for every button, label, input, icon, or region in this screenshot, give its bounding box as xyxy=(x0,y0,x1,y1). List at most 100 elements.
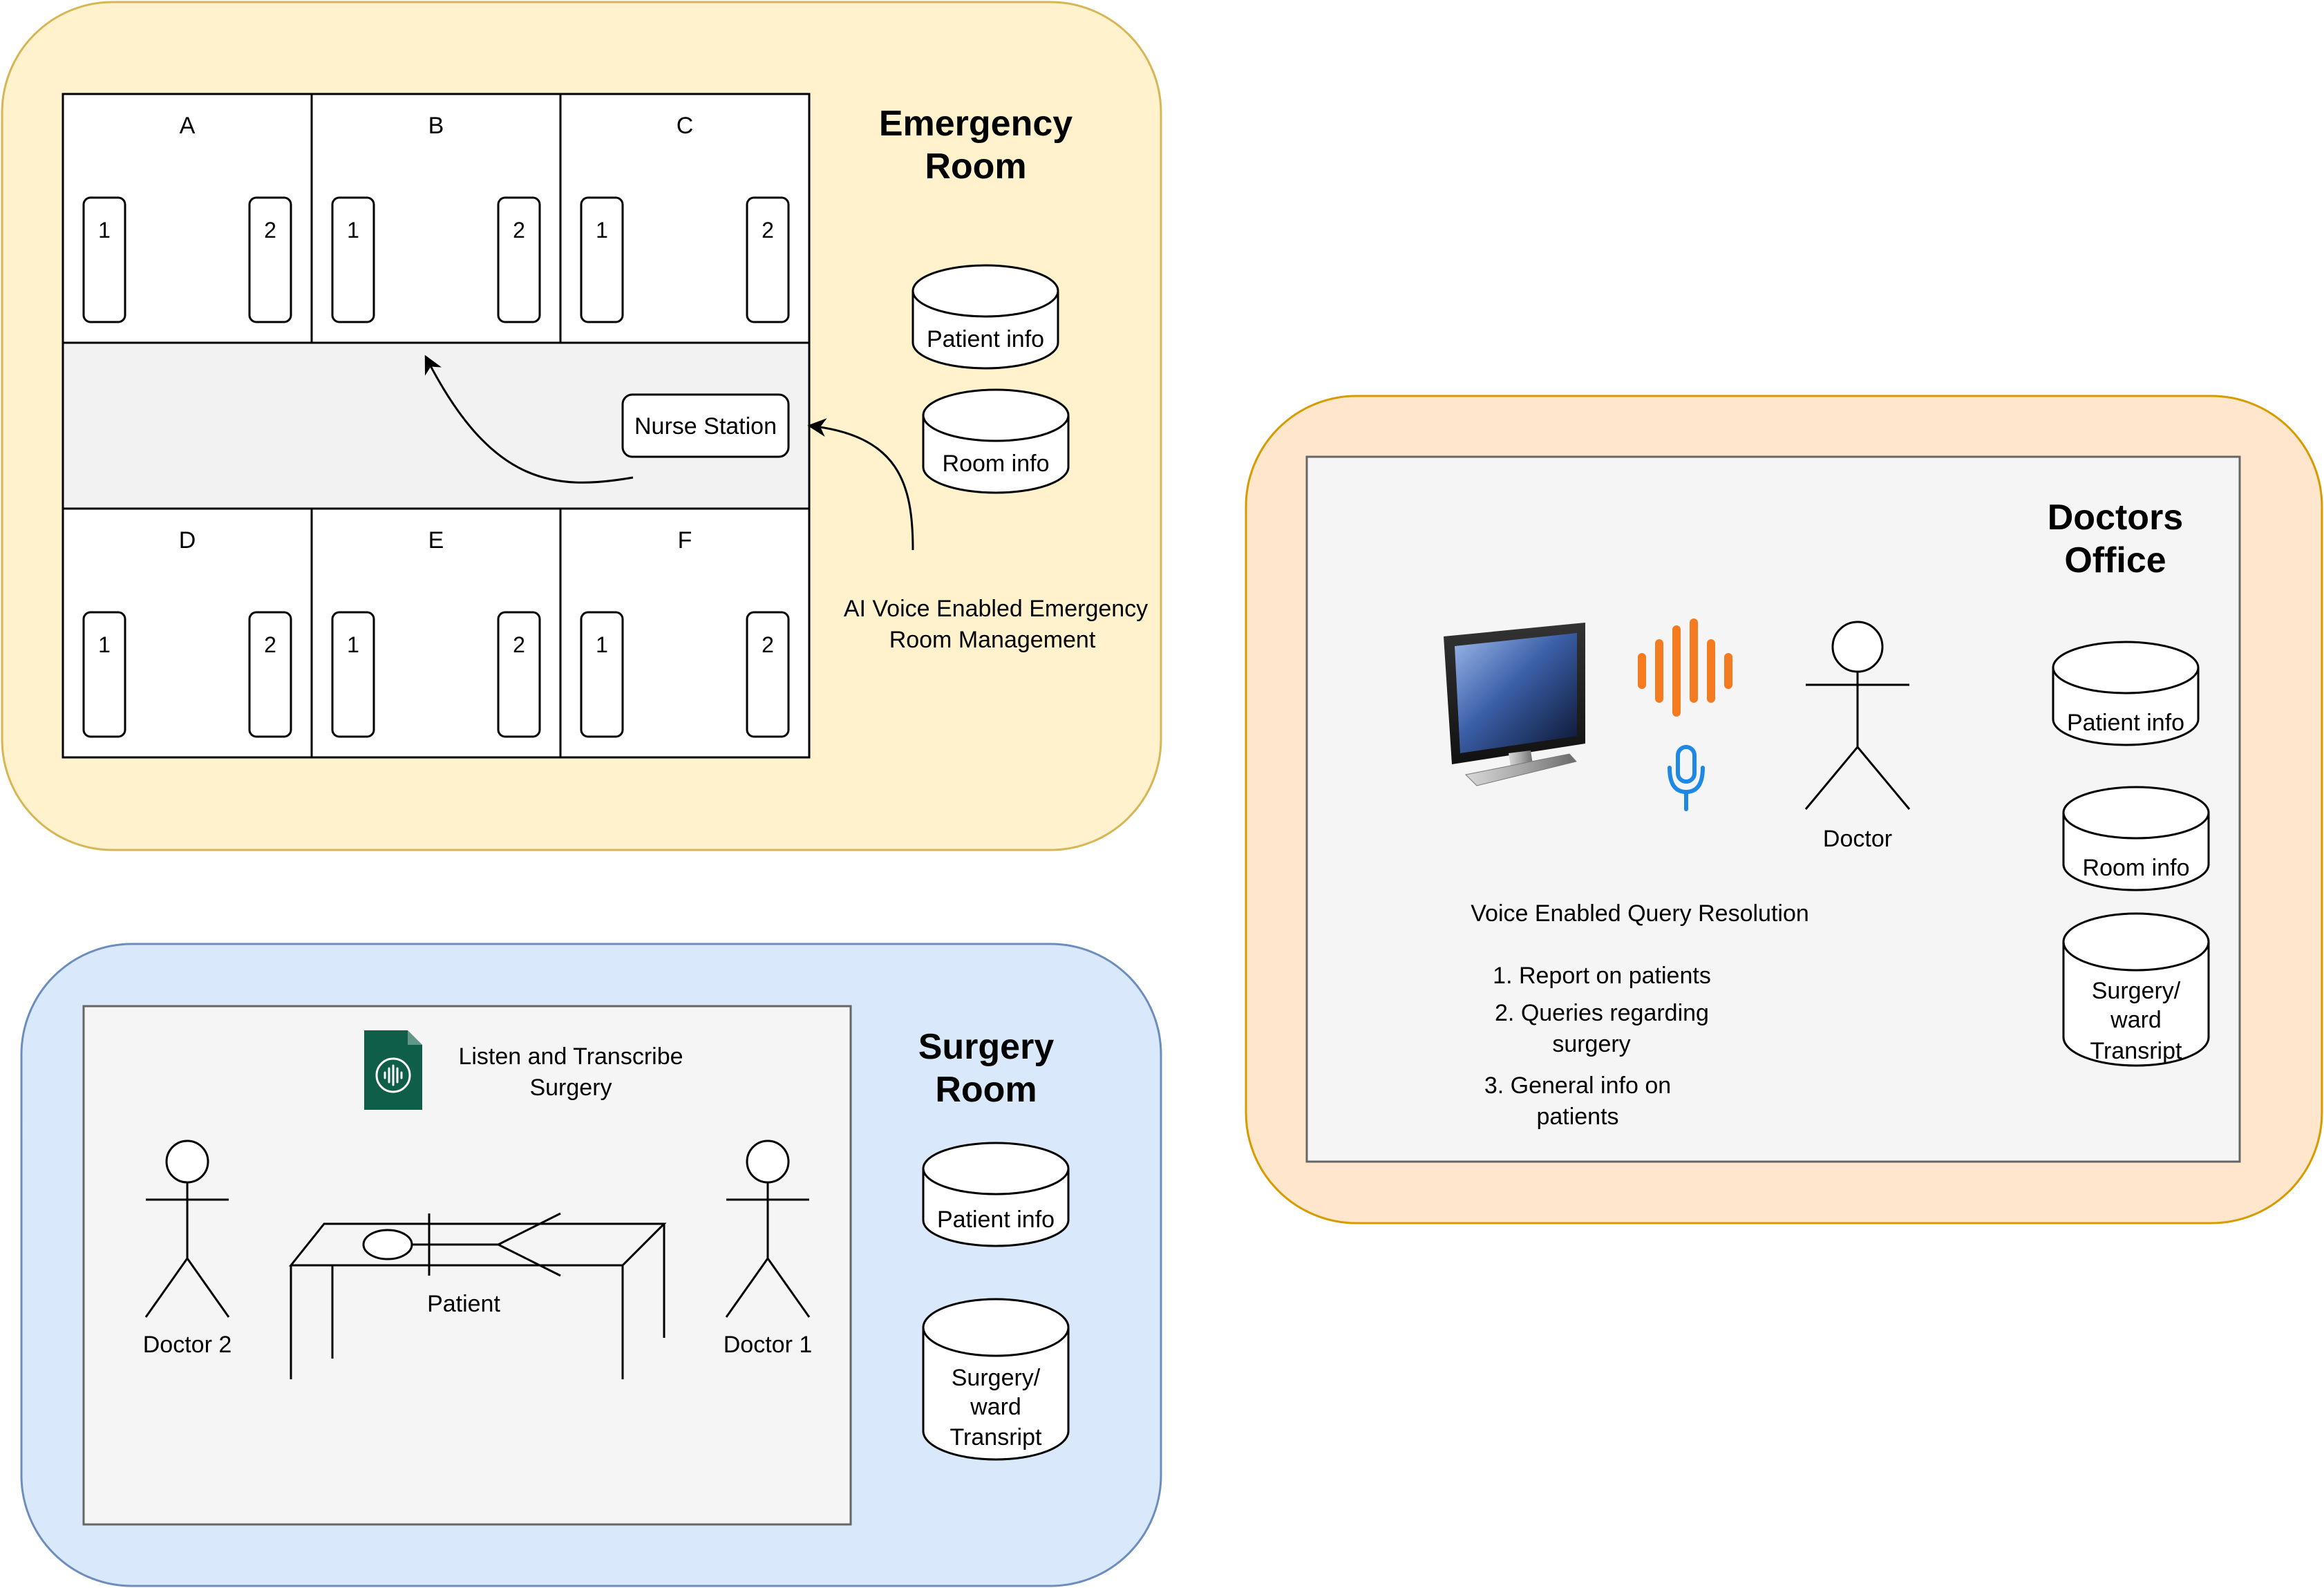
audio-file-icon xyxy=(364,1030,422,1110)
monitor-base xyxy=(1464,753,1577,786)
doctor-2-head xyxy=(165,1140,209,1184)
er-patient-info-db-label: Patient info xyxy=(927,326,1044,352)
doctors-office-zone: Doctors Office xyxy=(1245,395,2323,1225)
office-transcript-db-top xyxy=(2062,912,2210,972)
query-item-3-line2: patients xyxy=(1536,1104,1618,1130)
office-room-info-db-top xyxy=(2062,786,2210,840)
bed-f2[interactable] xyxy=(746,611,790,738)
surgery-patient-info-db[interactable]: Patient info xyxy=(922,1142,1070,1247)
surgery-patient-info-db-top xyxy=(922,1142,1070,1195)
bed-number-e2: 2 xyxy=(513,632,525,657)
nurse-station-label: Nurse Station xyxy=(634,413,777,439)
office-title-line2: Office xyxy=(2064,540,2166,580)
ai-voice-label-line2: Room Management xyxy=(889,627,1096,653)
bed-d1[interactable] xyxy=(82,611,126,738)
ai-voice-label: AI Voice Enabled Emergency Room Manageme… xyxy=(844,596,1148,653)
audio-file-icon-ring xyxy=(375,1057,411,1093)
surgery-transcript-db-label-line3: Transript xyxy=(950,1424,1042,1450)
office-patient-info-db-top xyxy=(2052,641,2200,694)
query-item-1: 1. Report on patients xyxy=(1493,963,1711,989)
emergency-room-title: Emergency Room xyxy=(879,104,1073,187)
office-transcript-db[interactable]: Surgery/ ward Transript xyxy=(2062,912,2210,1067)
bed-number-f2: 2 xyxy=(762,632,774,657)
doctor-1-label: Doctor 1 xyxy=(724,1332,813,1358)
office-doctor-actor[interactable] xyxy=(1804,621,1911,810)
ai-to-nurse-arrow xyxy=(807,418,914,551)
monitor-icon xyxy=(1444,623,1585,786)
bed-d2[interactable] xyxy=(248,611,292,738)
er-room-info-db-top xyxy=(922,388,1070,442)
doctor-1-head xyxy=(746,1140,790,1184)
bed-number-d2: 2 xyxy=(264,632,276,657)
transcribe-label-line2: Surgery xyxy=(529,1075,612,1101)
bed-number-c2: 2 xyxy=(762,218,774,243)
bed-c2[interactable] xyxy=(746,196,790,323)
room-label-a: A xyxy=(180,113,196,139)
bed-number-d1: 1 xyxy=(98,632,111,657)
emergency-title-line2: Room xyxy=(925,146,1026,187)
bed-number-f1: 1 xyxy=(596,632,608,657)
office-doctor-label: Doctor xyxy=(1823,826,1892,852)
office-room-info-db-label: Room info xyxy=(2083,855,2190,881)
bed-f1[interactable] xyxy=(580,611,624,738)
audio-file-icon-wave xyxy=(384,1064,403,1086)
query-item-2-line1: 2. Queries regarding xyxy=(1495,1000,1709,1026)
office-doctor-leg-right xyxy=(1856,746,1911,810)
query-resolution-text: Voice Enabled Query Resolution 1. Report… xyxy=(1471,900,1809,1130)
doctors-office-title: Doctors Office xyxy=(2048,498,2183,580)
doctor-1-leg-right xyxy=(766,1258,811,1318)
patient-label: Patient xyxy=(427,1291,500,1317)
patient-figure[interactable] xyxy=(362,1212,561,1277)
doctor-2-label: Doctor 2 xyxy=(143,1332,232,1358)
room-labels: A B C D E F xyxy=(179,113,694,554)
doctor-2-leg-right xyxy=(186,1258,230,1318)
monitor-screen xyxy=(1455,633,1577,753)
office-transcript-db-body xyxy=(2062,942,2210,1067)
bed-a2[interactable] xyxy=(248,196,292,323)
patient-head xyxy=(362,1229,413,1260)
surgery-room-zone: Surgery Room Listen and Transcribe Surge… xyxy=(20,943,1162,1587)
er-room-info-db-label: Room info xyxy=(943,451,1050,477)
bed-c1[interactable] xyxy=(580,196,624,323)
nurse-station[interactable]: Nurse Station xyxy=(621,393,790,458)
room-label-f: F xyxy=(678,527,692,554)
office-patient-info-db[interactable]: Patient info xyxy=(2052,641,2200,746)
er-room-info-db[interactable]: Room info xyxy=(922,388,1070,494)
office-title-line1: Doctors xyxy=(2048,498,2183,538)
er-patient-info-db[interactable]: Patient info xyxy=(911,264,1059,370)
surgery-transcript-db-label-line1: Surgery/ xyxy=(952,1365,1041,1391)
bed-number-a2: 2 xyxy=(264,218,276,243)
patient-leg-upper xyxy=(498,1212,561,1246)
bed-e2[interactable] xyxy=(497,611,541,738)
nurse-station-box[interactable] xyxy=(621,393,790,458)
bed-b1[interactable] xyxy=(331,196,375,323)
surgery-room-title: Surgery Room xyxy=(918,1027,1055,1110)
doctor-2-actor[interactable] xyxy=(144,1140,230,1318)
bed-number-c1: 1 xyxy=(596,218,608,243)
doctor-1-actor[interactable] xyxy=(725,1140,811,1318)
bed-e1[interactable] xyxy=(331,611,375,738)
office-transcript-db-label-line1: Surgery/ xyxy=(2092,978,2181,1004)
bed-numbers: 1 2 1 2 1 2 1 2 1 2 1 2 xyxy=(98,218,774,657)
audio-file-icon-fold xyxy=(408,1030,422,1045)
office-room-info-db[interactable]: Room info xyxy=(2062,786,2210,891)
doctor-2-leg-left xyxy=(144,1258,189,1318)
emergency-room-zone: Emergency Room A B C D E F xyxy=(1,1,1162,851)
office-patient-info-db-label: Patient info xyxy=(2067,710,2184,736)
surgery-patient-info-db-label: Patient info xyxy=(937,1207,1055,1233)
surgery-transcript-db[interactable]: Surgery/ ward Transript xyxy=(922,1298,1070,1461)
surgery-transcript-db-top xyxy=(922,1298,1070,1357)
office-transcript-db-label-line2: ward xyxy=(2110,1007,2162,1033)
room-label-d: D xyxy=(179,527,196,554)
bed-number-e1: 1 xyxy=(347,632,359,657)
bed-b2[interactable] xyxy=(497,196,541,323)
bed-number-a1: 1 xyxy=(98,218,111,243)
surgery-title-line2: Room xyxy=(935,1070,1037,1110)
nurse-to-room-b-arrow xyxy=(424,355,634,484)
query-item-2-line2: surgery xyxy=(1552,1031,1630,1057)
bed-a1[interactable] xyxy=(82,196,126,323)
office-transcript-db-label-line3: Transript xyxy=(2090,1038,2182,1064)
surgery-transcript-db-label-line2: ward xyxy=(970,1394,1021,1420)
bed-number-b1: 1 xyxy=(347,218,359,243)
